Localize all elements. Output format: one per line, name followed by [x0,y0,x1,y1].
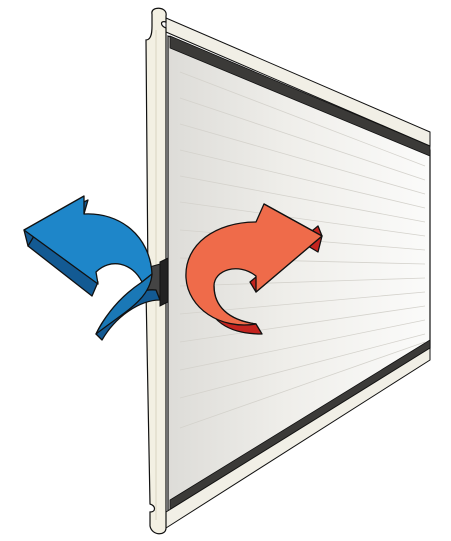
cold-air-arrow-icon [24,196,160,340]
